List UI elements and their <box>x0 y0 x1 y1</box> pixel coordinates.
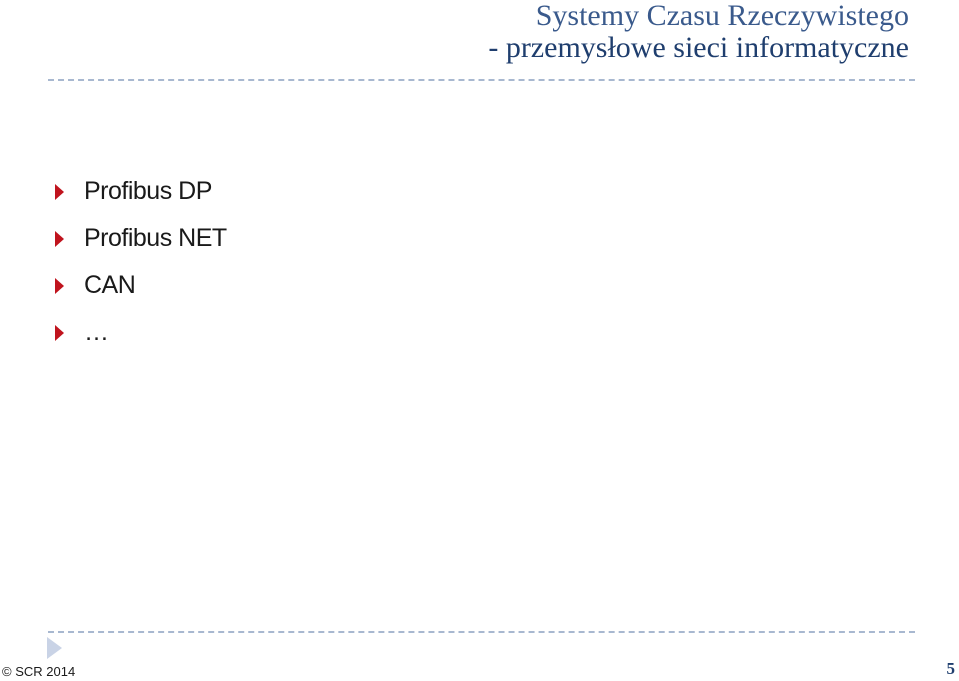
bullet-item: CAN <box>55 262 227 309</box>
bullet-text: CAN <box>84 271 136 299</box>
header-divider <box>48 79 915 81</box>
bullet-list: Profibus DP Profibus NET CAN … <box>55 168 227 356</box>
bullet-item: Profibus NET <box>55 215 227 262</box>
triangle-bullet-icon <box>55 230 64 247</box>
triangle-bullet-icon <box>55 324 64 341</box>
page-number: 5 <box>946 659 956 678</box>
bullet-text: Profibus NET <box>84 224 227 252</box>
bullet-item: … <box>55 309 227 356</box>
triangle-bullet-icon <box>55 277 64 294</box>
bullet-text: … <box>84 318 109 346</box>
slide-title-line1: Systemy Czasu Rzeczywistego <box>535 0 909 32</box>
footer-divider <box>48 631 915 633</box>
copyright-text: © SCR 2014 <box>2 664 76 679</box>
triangle-bullet-icon <box>55 183 64 200</box>
slide-title: Systemy Czasu Rzeczywistego - przemysłow… <box>488 0 909 64</box>
footer-triangle-icon <box>47 637 62 659</box>
slide-title-line2: - przemysłowe sieci informatyczne <box>488 31 909 64</box>
bullet-text: Profibus DP <box>84 177 212 205</box>
bullet-item: Profibus DP <box>55 168 227 215</box>
